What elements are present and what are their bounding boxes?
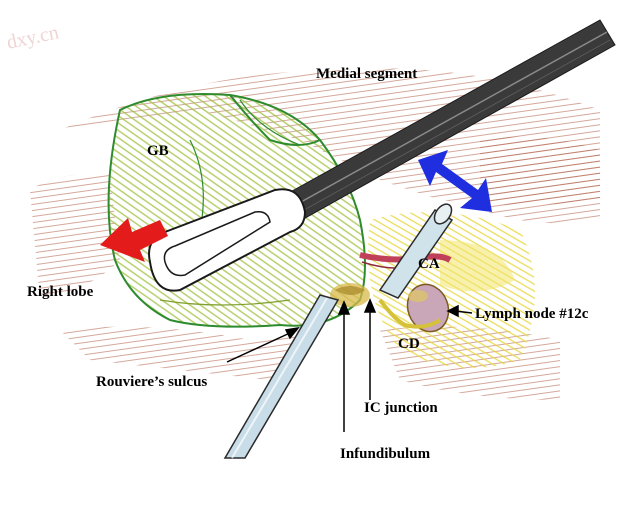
label-cd: CD [398,336,420,352]
pointer-lines [226,298,473,432]
grasper [148,19,616,292]
label-lymph-node: Lymph node #12c [475,306,589,322]
clip-instrument [378,203,454,299]
label-gb: GB [147,143,169,159]
label-medial-segment: Medial segment [316,66,417,82]
label-rouviere: Rouviere’s sulcus [96,374,207,390]
common-duct [378,298,442,329]
infundibulum-region [330,283,370,307]
label-ca: CA [418,256,440,272]
label-ic-junction: IC junction [364,400,438,416]
red-arrow [100,218,168,262]
lower-instrument [223,294,340,459]
label-right-lobe: Right lobe [27,284,94,300]
blue-double-arrow [418,150,492,212]
label-infundibulum: Infundibulum [340,446,431,462]
watermark-text: dxy.cn [5,21,61,53]
